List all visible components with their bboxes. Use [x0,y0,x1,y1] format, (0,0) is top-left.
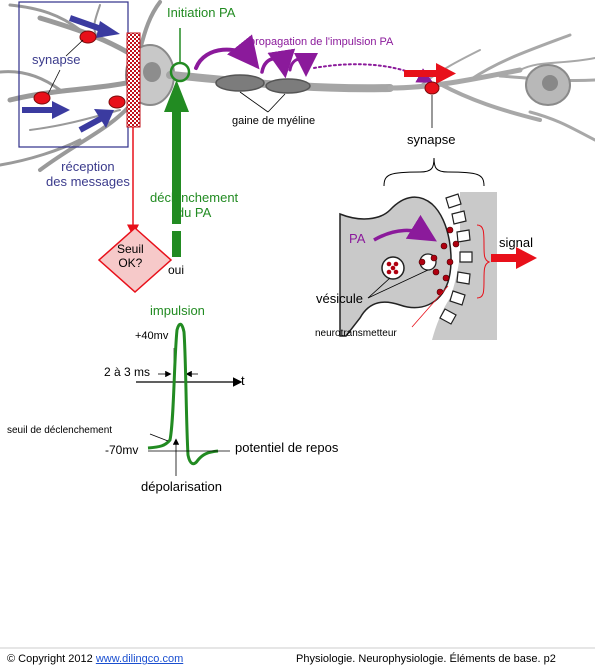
synapse-inset [339,192,497,340]
reception-line-1: réception [61,159,115,174]
declenchement-label: déclenchement du PA [150,190,239,221]
footer-right: Physiologie. Neurophysiologie. Éléments … [296,653,556,665]
site-link[interactable]: www.dilingco.com [95,653,184,665]
myelin-label: gaine de myéline [232,115,316,127]
seuil-graph-label: seuil de déclenchement [7,425,113,436]
seuil-label: Seuil OK? [117,242,144,271]
action-potential-graph [136,322,243,476]
rest-value-label: -70mv [105,443,139,457]
synapse-brace [383,157,485,187]
action-potential-curve [147,322,219,466]
threshold-diamond [97,226,173,294]
declenchement-line-1: déclenchement [150,190,239,205]
input-arrows [22,15,120,133]
signal-arrow [491,247,537,269]
trigger-arrow [164,80,189,257]
initiation-label: Initiation PA [167,5,236,20]
reception-line-2: des messages [46,173,130,189]
seuil-line-1: Seuil [117,242,144,256]
seuil-line-2: OK? [118,255,143,270]
copyright-text: © Copyright 2012 [7,653,93,665]
oui-label: oui [168,263,185,277]
signal-label: signal [499,235,533,250]
synapse-dot-right [424,81,440,95]
synapse-right-label: synapse [407,132,456,147]
duration-label: 2 à 3 ms [104,365,151,379]
output-arrow-top [404,63,456,84]
declenchement-line-2: du PA [176,204,212,220]
peak-label: +40mv [135,330,169,342]
pa-inset-label: PA [349,231,366,246]
propagation-label: propagation de l'impulsion PA [249,36,394,48]
graph-title: impulsion [150,303,205,318]
vesicule-label: vésicule [316,291,363,306]
integration-zone [126,32,141,128]
footer-left: © Copyright 2012 www.dilingco.com [7,653,183,665]
depolarisation-label: dépolarisation [141,479,222,494]
reception-label: réception des messages [46,159,130,190]
synapse-dots-left [33,30,126,109]
initiation-point [169,61,191,83]
t-axis-label: t [241,373,245,388]
neurotransmetteur-label: neurotransmetteur [315,328,397,339]
rest-label: potentiel de repos [235,440,339,455]
synapse-left-label: synapse [32,52,81,67]
